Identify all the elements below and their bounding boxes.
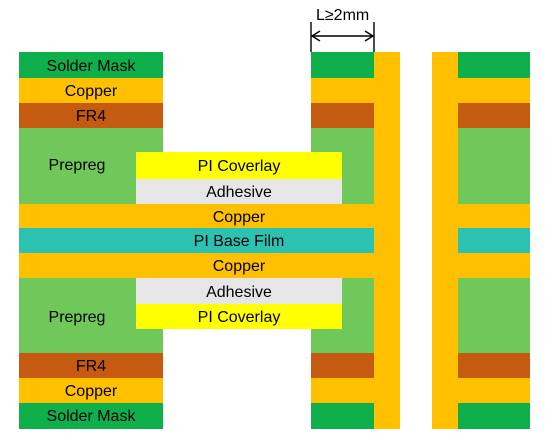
far-right-fr4-bottom xyxy=(458,353,530,378)
label-copper-bottom: Copper xyxy=(65,383,118,400)
dimension-arrowhead-right xyxy=(364,30,375,42)
dimension-label: L≥2mm xyxy=(316,7,369,24)
right-prepreg-top xyxy=(311,128,374,152)
far-right-copper-bottom xyxy=(458,378,530,403)
pi-coverlay-bottom-layer xyxy=(136,304,342,329)
label-copper-top: Copper xyxy=(65,83,118,100)
right-prepreg-upper-gap xyxy=(342,152,374,204)
via-wall-left xyxy=(374,52,400,429)
label-copper-mid-bottom: Copper xyxy=(213,258,266,275)
adhesive-top-layer xyxy=(136,179,342,204)
far-right-fr4-top xyxy=(458,103,530,128)
pi-coverlay-top-layer xyxy=(136,152,342,179)
left-fr4-bottom xyxy=(19,353,163,378)
right-prepreg-bottom xyxy=(311,329,374,353)
label-copper-mid-top: Copper xyxy=(213,209,266,226)
pi-base-film-layer xyxy=(19,228,374,253)
label-pi-coverlay-bottom: PI Coverlay xyxy=(198,309,281,326)
label-fr4-top: FR4 xyxy=(76,108,106,125)
left-copper-top xyxy=(19,78,163,103)
far-right-solder-mask-bottom xyxy=(458,403,530,429)
far-right-prepreg-top xyxy=(458,128,530,204)
label-fr4-bottom: FR4 xyxy=(76,358,106,375)
label-adhesive-top: Adhesive xyxy=(206,184,272,201)
far-right-copper-mid-bottom xyxy=(458,253,530,278)
dimension-arrowhead-left xyxy=(310,30,321,42)
left-solder-mask-bottom xyxy=(19,403,163,429)
far-right-prepreg-bottom xyxy=(458,278,530,353)
copper-mid-top-layer xyxy=(19,204,374,228)
label-pi-coverlay-top: PI Coverlay xyxy=(198,158,281,175)
left-solder-mask-top xyxy=(19,52,163,78)
left-fr4-top xyxy=(19,103,163,128)
label-prepreg-top: Prepreg xyxy=(49,157,106,174)
right-solder-mask-bottom xyxy=(311,403,374,429)
right-copper-top xyxy=(311,78,374,103)
label-pi-base-film: PI Base Film xyxy=(194,233,285,250)
far-right-pi-base-film xyxy=(458,228,530,253)
left-copper-bottom xyxy=(19,378,163,403)
label-adhesive-bottom: Adhesive xyxy=(206,284,272,301)
right-copper-bottom xyxy=(311,378,374,403)
right-fr4-top xyxy=(311,103,374,128)
label-solder-mask-bottom: Solder Mask xyxy=(47,408,137,425)
dimension-marker xyxy=(310,22,375,52)
label-solder-mask-top: Solder Mask xyxy=(47,58,137,75)
adhesive-bottom-layer xyxy=(136,278,342,304)
via-wall-right xyxy=(432,52,458,429)
copper-mid-bottom-layer xyxy=(19,253,374,278)
right-solder-mask-top xyxy=(311,52,374,78)
far-right-copper-mid-top xyxy=(458,204,530,228)
far-right-copper-top xyxy=(458,78,530,103)
right-fr4-bottom xyxy=(311,353,374,378)
right-prepreg-lower-gap xyxy=(342,278,374,329)
label-prepreg-bottom: Prepreg xyxy=(49,309,106,326)
far-right-solder-mask-top xyxy=(458,52,530,78)
